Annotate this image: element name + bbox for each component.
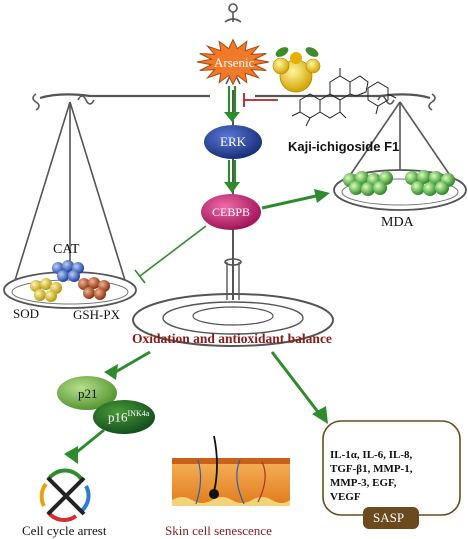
sod-label: SOD <box>13 306 40 321</box>
erk-label: ERK <box>220 134 246 149</box>
cebpb-inhibit-antioxidant <box>134 225 207 284</box>
arsenic-node <box>196 38 270 86</box>
p16-label: p16INK4a <box>108 409 150 425</box>
sod-cluster <box>30 278 62 302</box>
left-pan <box>3 260 137 309</box>
erk-node <box>204 125 262 159</box>
sasp-line: TGF-β1, MMP-1, <box>330 463 413 475</box>
scale-base <box>132 293 334 347</box>
sasp-line: MMP-3, EGF, <box>330 477 397 489</box>
cat-label: CAT <box>53 242 80 257</box>
cebpb-label: CEBPB <box>212 205 251 219</box>
kaji-label: Kaji-ichigoside F1 <box>288 139 400 154</box>
arsenic-label: Arsenic <box>214 55 255 70</box>
cebpb-to-mda-arrow <box>261 189 330 210</box>
sasp-line: IL-1α, IL-6, IL-8, <box>330 449 413 461</box>
cebpb-node <box>201 194 261 230</box>
skin-senescence-label: Skin cell senescence <box>165 523 272 538</box>
right-pan <box>333 169 467 211</box>
sasp-label: SASP <box>373 510 405 525</box>
balance-to-p21-arrow <box>104 350 151 380</box>
scale-top-ornament <box>228 3 238 13</box>
p16-to-cellcycle-arrow <box>64 428 105 464</box>
gsh-px-label: GSH-PX <box>73 307 120 322</box>
sasp-factor-list: IL-1α, IL-6, IL-8, TGF-β1, MMP-1, MMP-3,… <box>330 448 412 504</box>
p16-superscript: INK4a <box>127 409 150 418</box>
kaji-fruit-image <box>272 47 321 93</box>
p21-node <box>57 376 117 410</box>
kaji-inhibition-line <box>243 93 278 107</box>
sasp-box <box>322 420 461 529</box>
cell-cycle-label: Cell cycle arrest <box>22 523 107 538</box>
gsh-cluster <box>78 277 110 300</box>
skin-tissue-image <box>172 435 290 506</box>
sasp-label-box <box>363 507 419 529</box>
kaji-molecule-structure <box>291 68 397 127</box>
sasp-line: VEGF <box>330 491 361 503</box>
activation-arrows-vertical <box>224 86 240 193</box>
balance-to-sasp-arrow <box>270 351 328 424</box>
p16-node <box>93 400 155 434</box>
cat-cluster <box>52 260 84 282</box>
cell-cycle-arrest-icon <box>39 468 91 522</box>
mda-label: MDA <box>381 215 414 230</box>
p21-label: p21 <box>78 386 98 401</box>
balance-label: Oxidation and antioxidant balance <box>132 331 332 346</box>
p16-name: p16 <box>108 409 128 425</box>
mda-cluster <box>343 170 455 196</box>
